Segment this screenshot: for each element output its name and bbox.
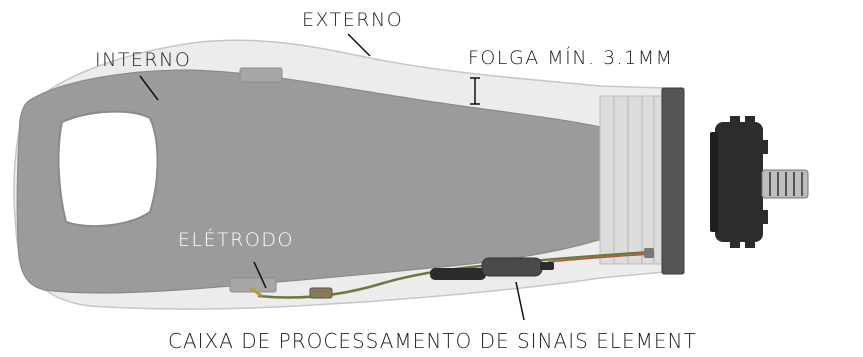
leader-caixa bbox=[515, 281, 525, 321]
leader-interno bbox=[139, 75, 159, 101]
label-externo: EXTERNO bbox=[302, 9, 403, 31]
label-caixa: CAIXA DE PROCESSAMENTO DE SINAIS ELEMENT bbox=[168, 329, 697, 353]
end-cap bbox=[661, 87, 685, 275]
adapter-rings bbox=[599, 95, 663, 265]
label-interno: INTERNO bbox=[95, 49, 191, 71]
connector-module bbox=[710, 116, 809, 248]
socket-tab-bottom bbox=[229, 277, 277, 293]
leader-externo bbox=[347, 33, 371, 57]
clearance-marker bbox=[470, 77, 480, 105]
label-folga: FOLGA MÍN. 3.1MM bbox=[468, 46, 674, 69]
electrode bbox=[249, 286, 333, 299]
leader-eletrodo bbox=[253, 261, 267, 289]
socket-opening bbox=[57, 110, 159, 228]
signal-processing-box bbox=[430, 248, 654, 280]
label-eletrodo: ELÉTRODO bbox=[178, 228, 294, 251]
socket-tab bbox=[239, 67, 283, 83]
electrode-cable-red bbox=[547, 253, 653, 263]
